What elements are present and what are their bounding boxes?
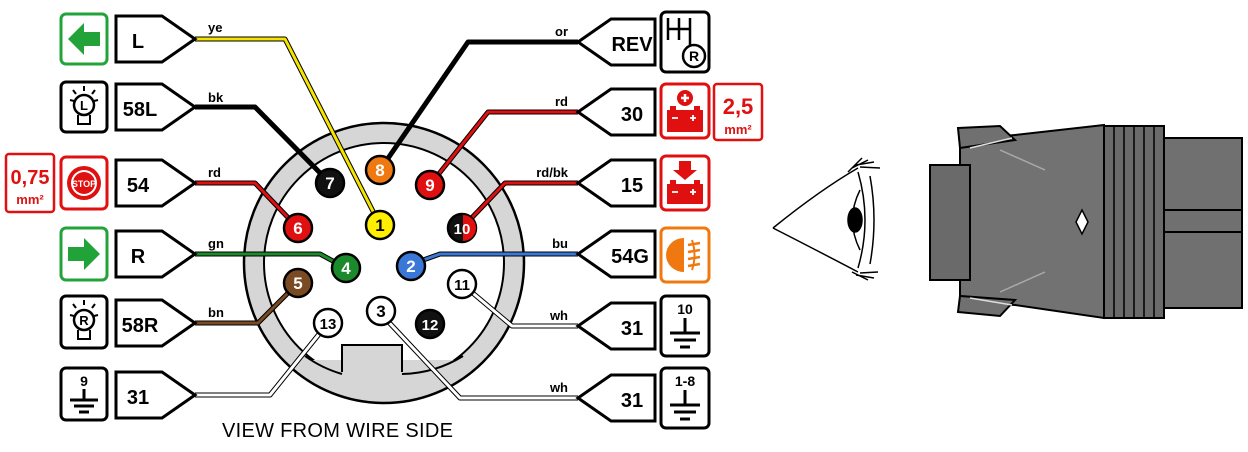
pin-6: 6 [282,212,314,244]
pin-1: 1 [364,209,396,241]
svg-text:R: R [131,246,146,268]
ground-icon: 1-8 [659,366,711,430]
terminal-31-right-b: 31 [575,373,657,423]
pin-number: 11 [454,277,470,294]
left-icons: L STOP 0,75 mm² R [4,12,109,422]
svg-text:58R: 58R [122,315,159,337]
wire-label-bu: bu [552,236,568,251]
pin-number: 3 [376,302,385,321]
terminal-58L: 58L [114,82,198,132]
svg-text:R: R [689,48,699,64]
svg-text:L: L [80,98,88,113]
pin-5: 5 [282,267,314,299]
svg-text:10: 10 [677,301,693,317]
wire-label-bn: bn [208,305,224,320]
svg-text:30: 30 [621,104,643,126]
battery-plus-icon [659,82,711,140]
pin-number: 9 [425,176,434,195]
pin-4: 4 [330,252,362,284]
pin-number: 7 [325,174,334,193]
terminal-15: 15 [575,158,657,208]
terminal-58R: 58R [114,298,198,348]
svg-text:31: 31 [127,387,149,409]
terminal-L: L [114,14,198,64]
battery-charge-icon [659,154,711,212]
pin-number: 4 [341,259,351,278]
wire-label-rdbk: rd/bk [536,165,569,180]
pin-12: 12 [414,308,446,340]
plug-side-view [929,123,1243,320]
svg-text:15: 15 [621,175,643,197]
terminal-54G: 54G [575,229,657,279]
svg-text:1-8: 1-8 [675,373,695,389]
svg-text:9: 9 [80,373,88,389]
pin-number: 12 [422,317,439,334]
ground-icon: 10 [659,294,711,358]
pin-10: 10 [446,212,478,244]
wire-label-bk: bk [208,90,224,105]
diagram-caption: VIEW FROM WIRE SIDE [222,420,454,442]
pin-11: 11 [446,268,478,300]
pin-8: 8 [364,154,396,186]
svg-text:31: 31 [621,318,643,340]
svg-text:R: R [79,313,89,328]
wire-label-rd-30: rd [555,94,568,109]
svg-text:STOP: STOP [72,179,96,189]
pin-2: 2 [395,250,427,282]
lamp-r-icon: R [59,294,109,350]
pin-number: 13 [320,316,337,333]
svg-text:58L: 58L [123,99,157,121]
svg-text:54: 54 [127,175,150,197]
arrow-left-icon [59,12,109,66]
terminal-R: R [114,229,198,279]
pin-9: 9 [414,169,446,201]
svg-text:54G: 54G [611,246,649,268]
lamp-l-icon: L [59,80,109,134]
eye-icon [772,157,881,281]
pin-3: 3 [365,295,397,327]
svg-text:2,5: 2,5 [723,94,754,119]
wire-gauge-badge-075: 0,75 mm² [4,152,56,214]
wire-label-rd: rd [208,165,221,180]
wire-labels: ye bk rd gn bn or rd rd/bk bu wh wh [208,20,569,395]
fog-lamp-icon [659,226,711,284]
svg-text:mm²: mm² [724,122,752,137]
arrow-right-icon [59,226,109,282]
pin-7: 7 [314,167,346,199]
pin-number: 5 [293,274,302,293]
wire-or [377,39,578,172]
wire-label-wh-1: wh [549,308,568,323]
svg-text:L: L [132,31,144,53]
pin-number: 6 [293,219,302,238]
terminal-54: 54 [114,158,198,208]
pin-number: 1 [375,216,384,235]
svg-text:REV: REV [611,34,653,56]
svg-text:0,75: 0,75 [11,167,50,189]
wire-bk [195,104,332,185]
svg-text:31: 31 [621,390,643,412]
wire-label-ye: ye [208,20,222,35]
reverse-gear-icon: R [659,10,711,74]
left-terminals: L 58L 54 R 58R 31 [114,14,198,420]
terminal-30: 30 [575,87,657,137]
terminal-REV: REV [575,17,657,67]
stop-icon: STOP [59,155,109,211]
terminal-31-left: 31 [114,370,198,420]
terminal-31-right-a: 31 [575,301,657,351]
svg-text:mm²: mm² [16,192,44,207]
wire-label-gn: gn [208,236,224,251]
pin-number: 8 [375,161,384,180]
wire-gauge-badge-25: 2,5 mm² [712,82,764,142]
right-terminals: REV 30 15 54G 31 31 [575,17,657,423]
wire-label-wh-2: wh [549,380,568,395]
pin-number: 2 [406,257,415,276]
right-icons: R 2,5 mm² [659,10,764,430]
pin-13: 13 [312,307,344,339]
ground-icon: 9 [59,366,109,422]
pin-number: 10 [454,221,471,238]
wire-label-or: or [555,24,568,39]
